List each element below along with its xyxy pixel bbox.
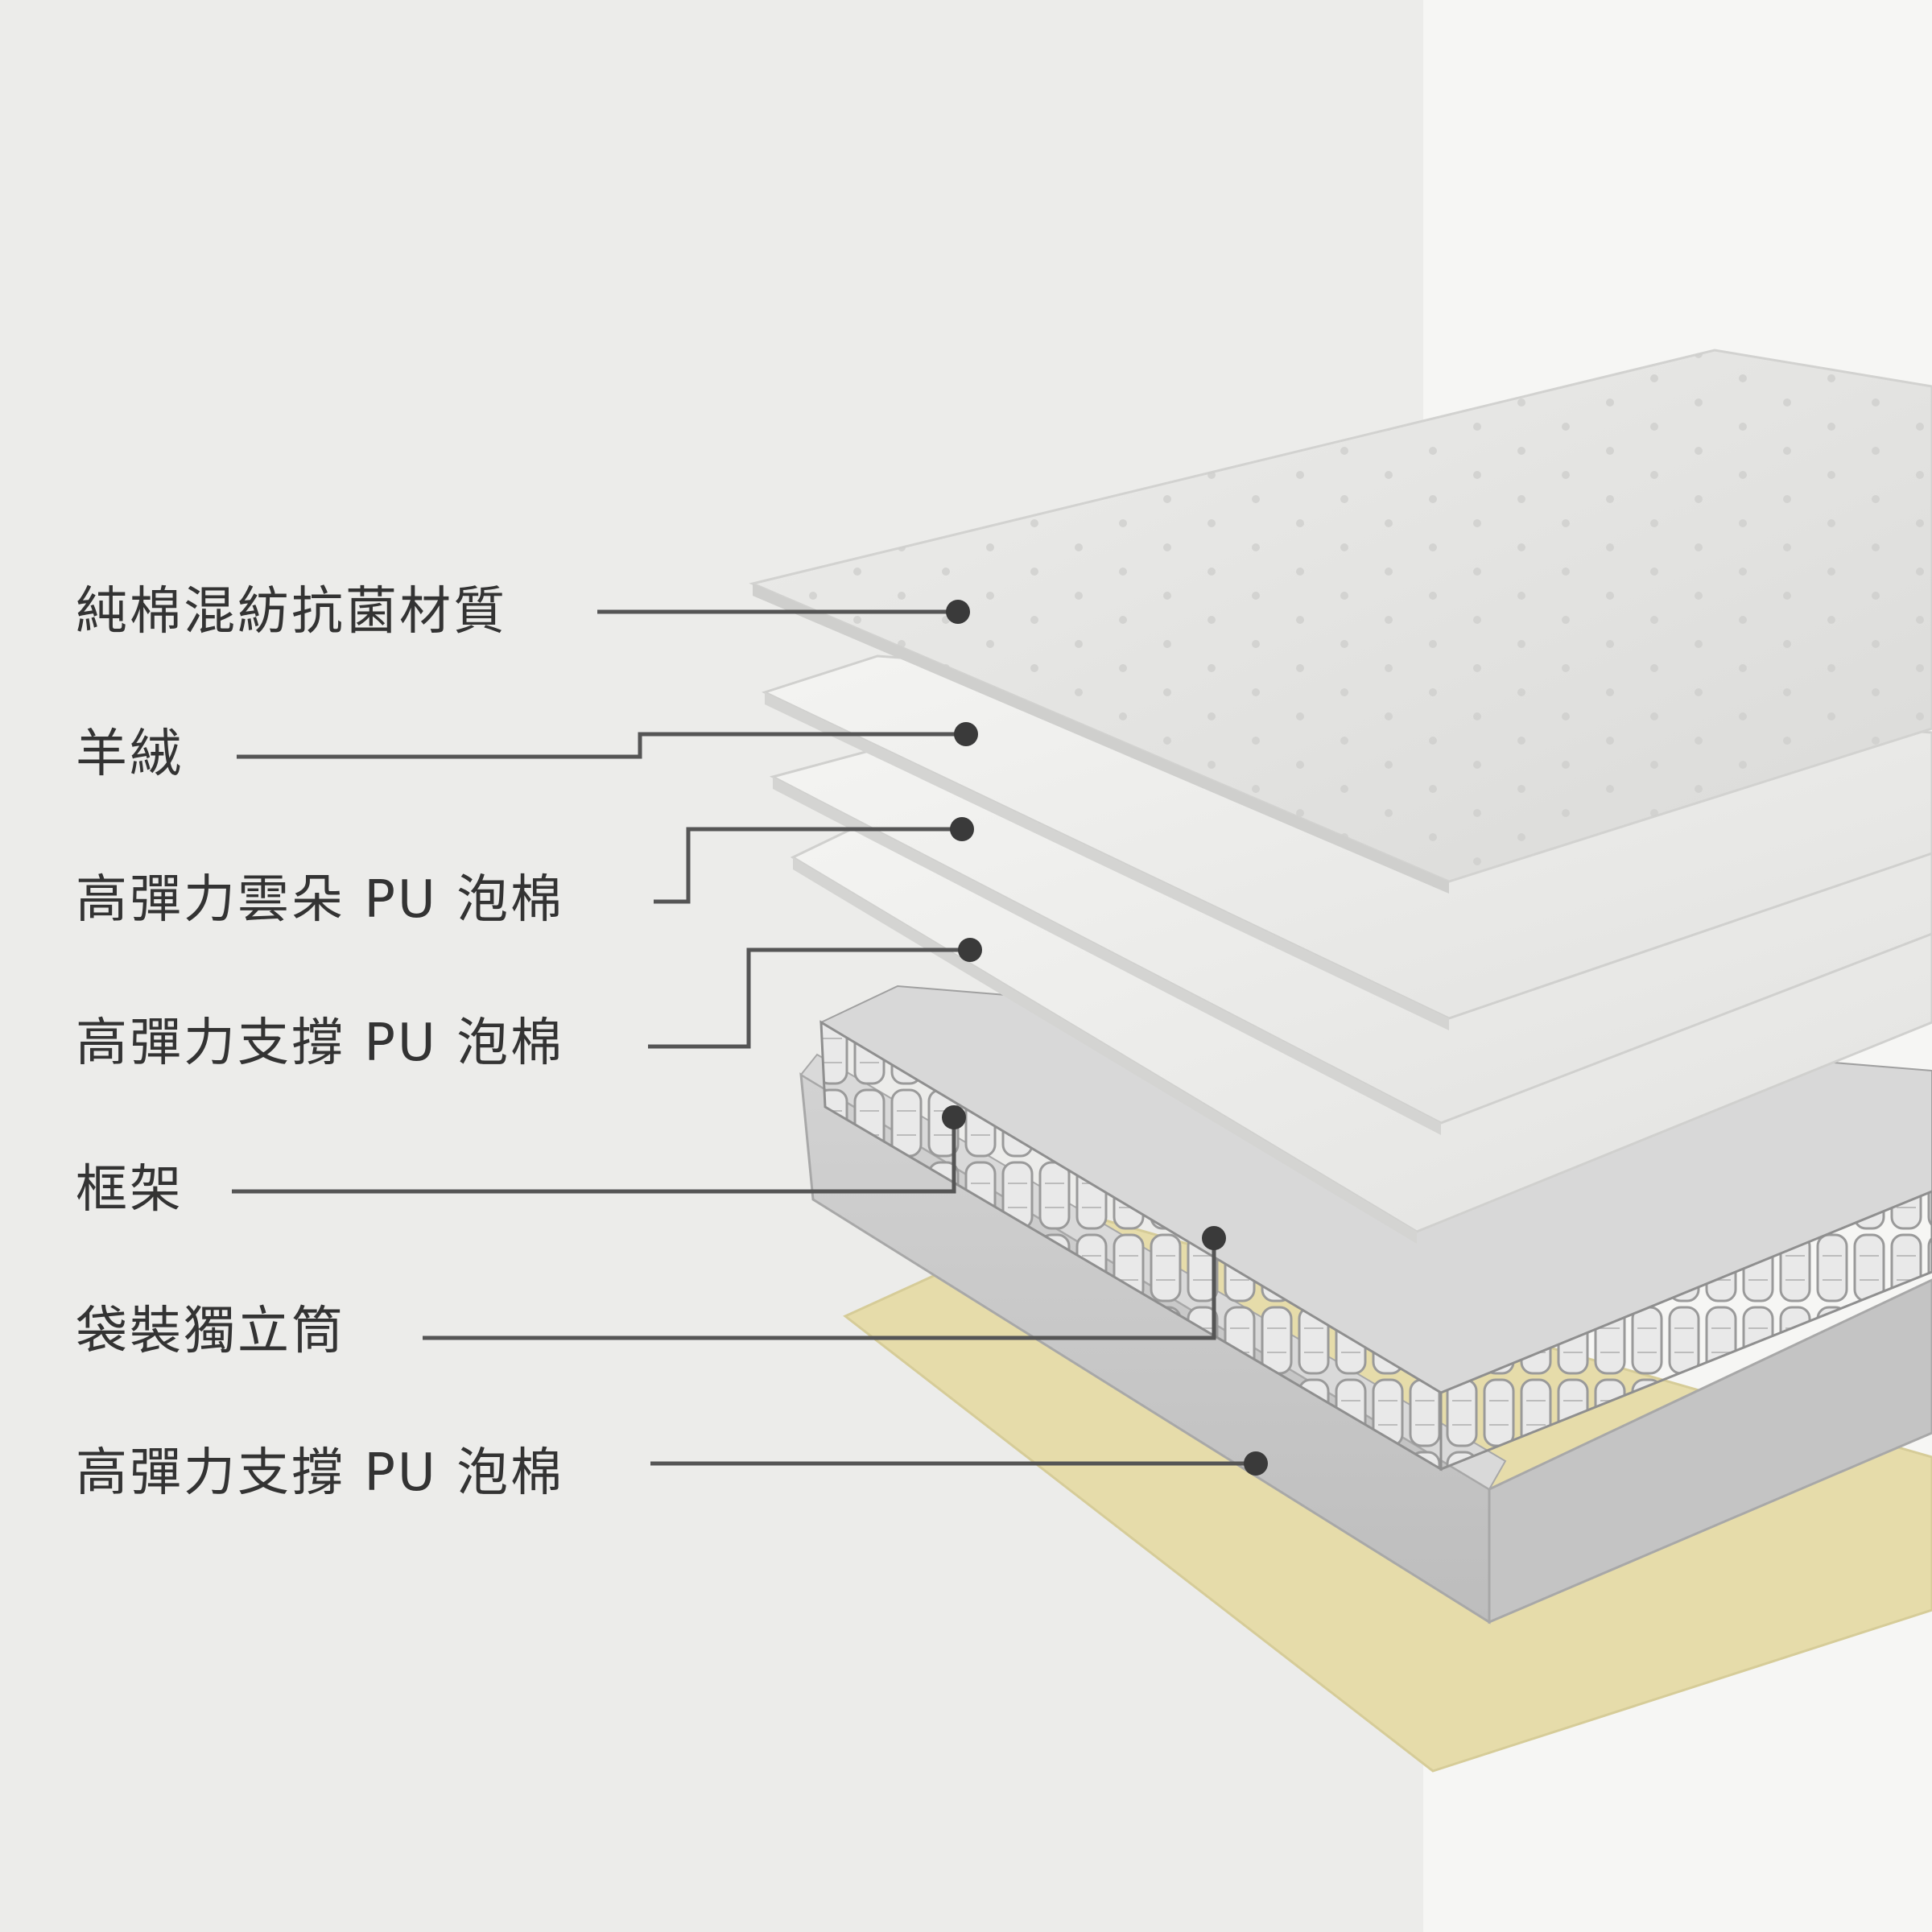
leader-line-4 xyxy=(648,947,970,1049)
marker-dot-1 xyxy=(946,600,970,624)
layer-label-support-foam-upper: 高彈力支撐 PU 泡棉 xyxy=(76,1013,565,1073)
leader-line-5 xyxy=(232,1119,956,1194)
marker-dot-4 xyxy=(958,938,982,962)
layer-label-support-foam-lower: 高彈力支撐 PU 泡棉 xyxy=(76,1443,565,1503)
layer-label-cashmere: 羊絨 xyxy=(76,724,184,784)
layer-label-frame: 框架 xyxy=(76,1160,184,1220)
marker-dot-6 xyxy=(1202,1226,1226,1250)
frame-right-side xyxy=(1488,1278,1932,1624)
marker-dot-5 xyxy=(942,1105,966,1129)
leader-line-2 xyxy=(237,732,966,759)
layer-label-pocket-springs: 袋裝獨立筒 xyxy=(76,1302,345,1361)
pocket-springs-right xyxy=(1439,1190,1932,1472)
marker-dot-3 xyxy=(950,817,974,841)
layer-label-cloud-foam: 高彈力雲朵 PU 泡棉 xyxy=(76,870,565,930)
leader-line-6 xyxy=(423,1240,1216,1340)
marker-dot-2 xyxy=(954,722,978,746)
marker-dot-7 xyxy=(1244,1451,1268,1476)
leader-line-3 xyxy=(654,827,962,904)
layer-label-cotton-fabric: 純棉混紡抗菌材質 xyxy=(76,582,507,642)
